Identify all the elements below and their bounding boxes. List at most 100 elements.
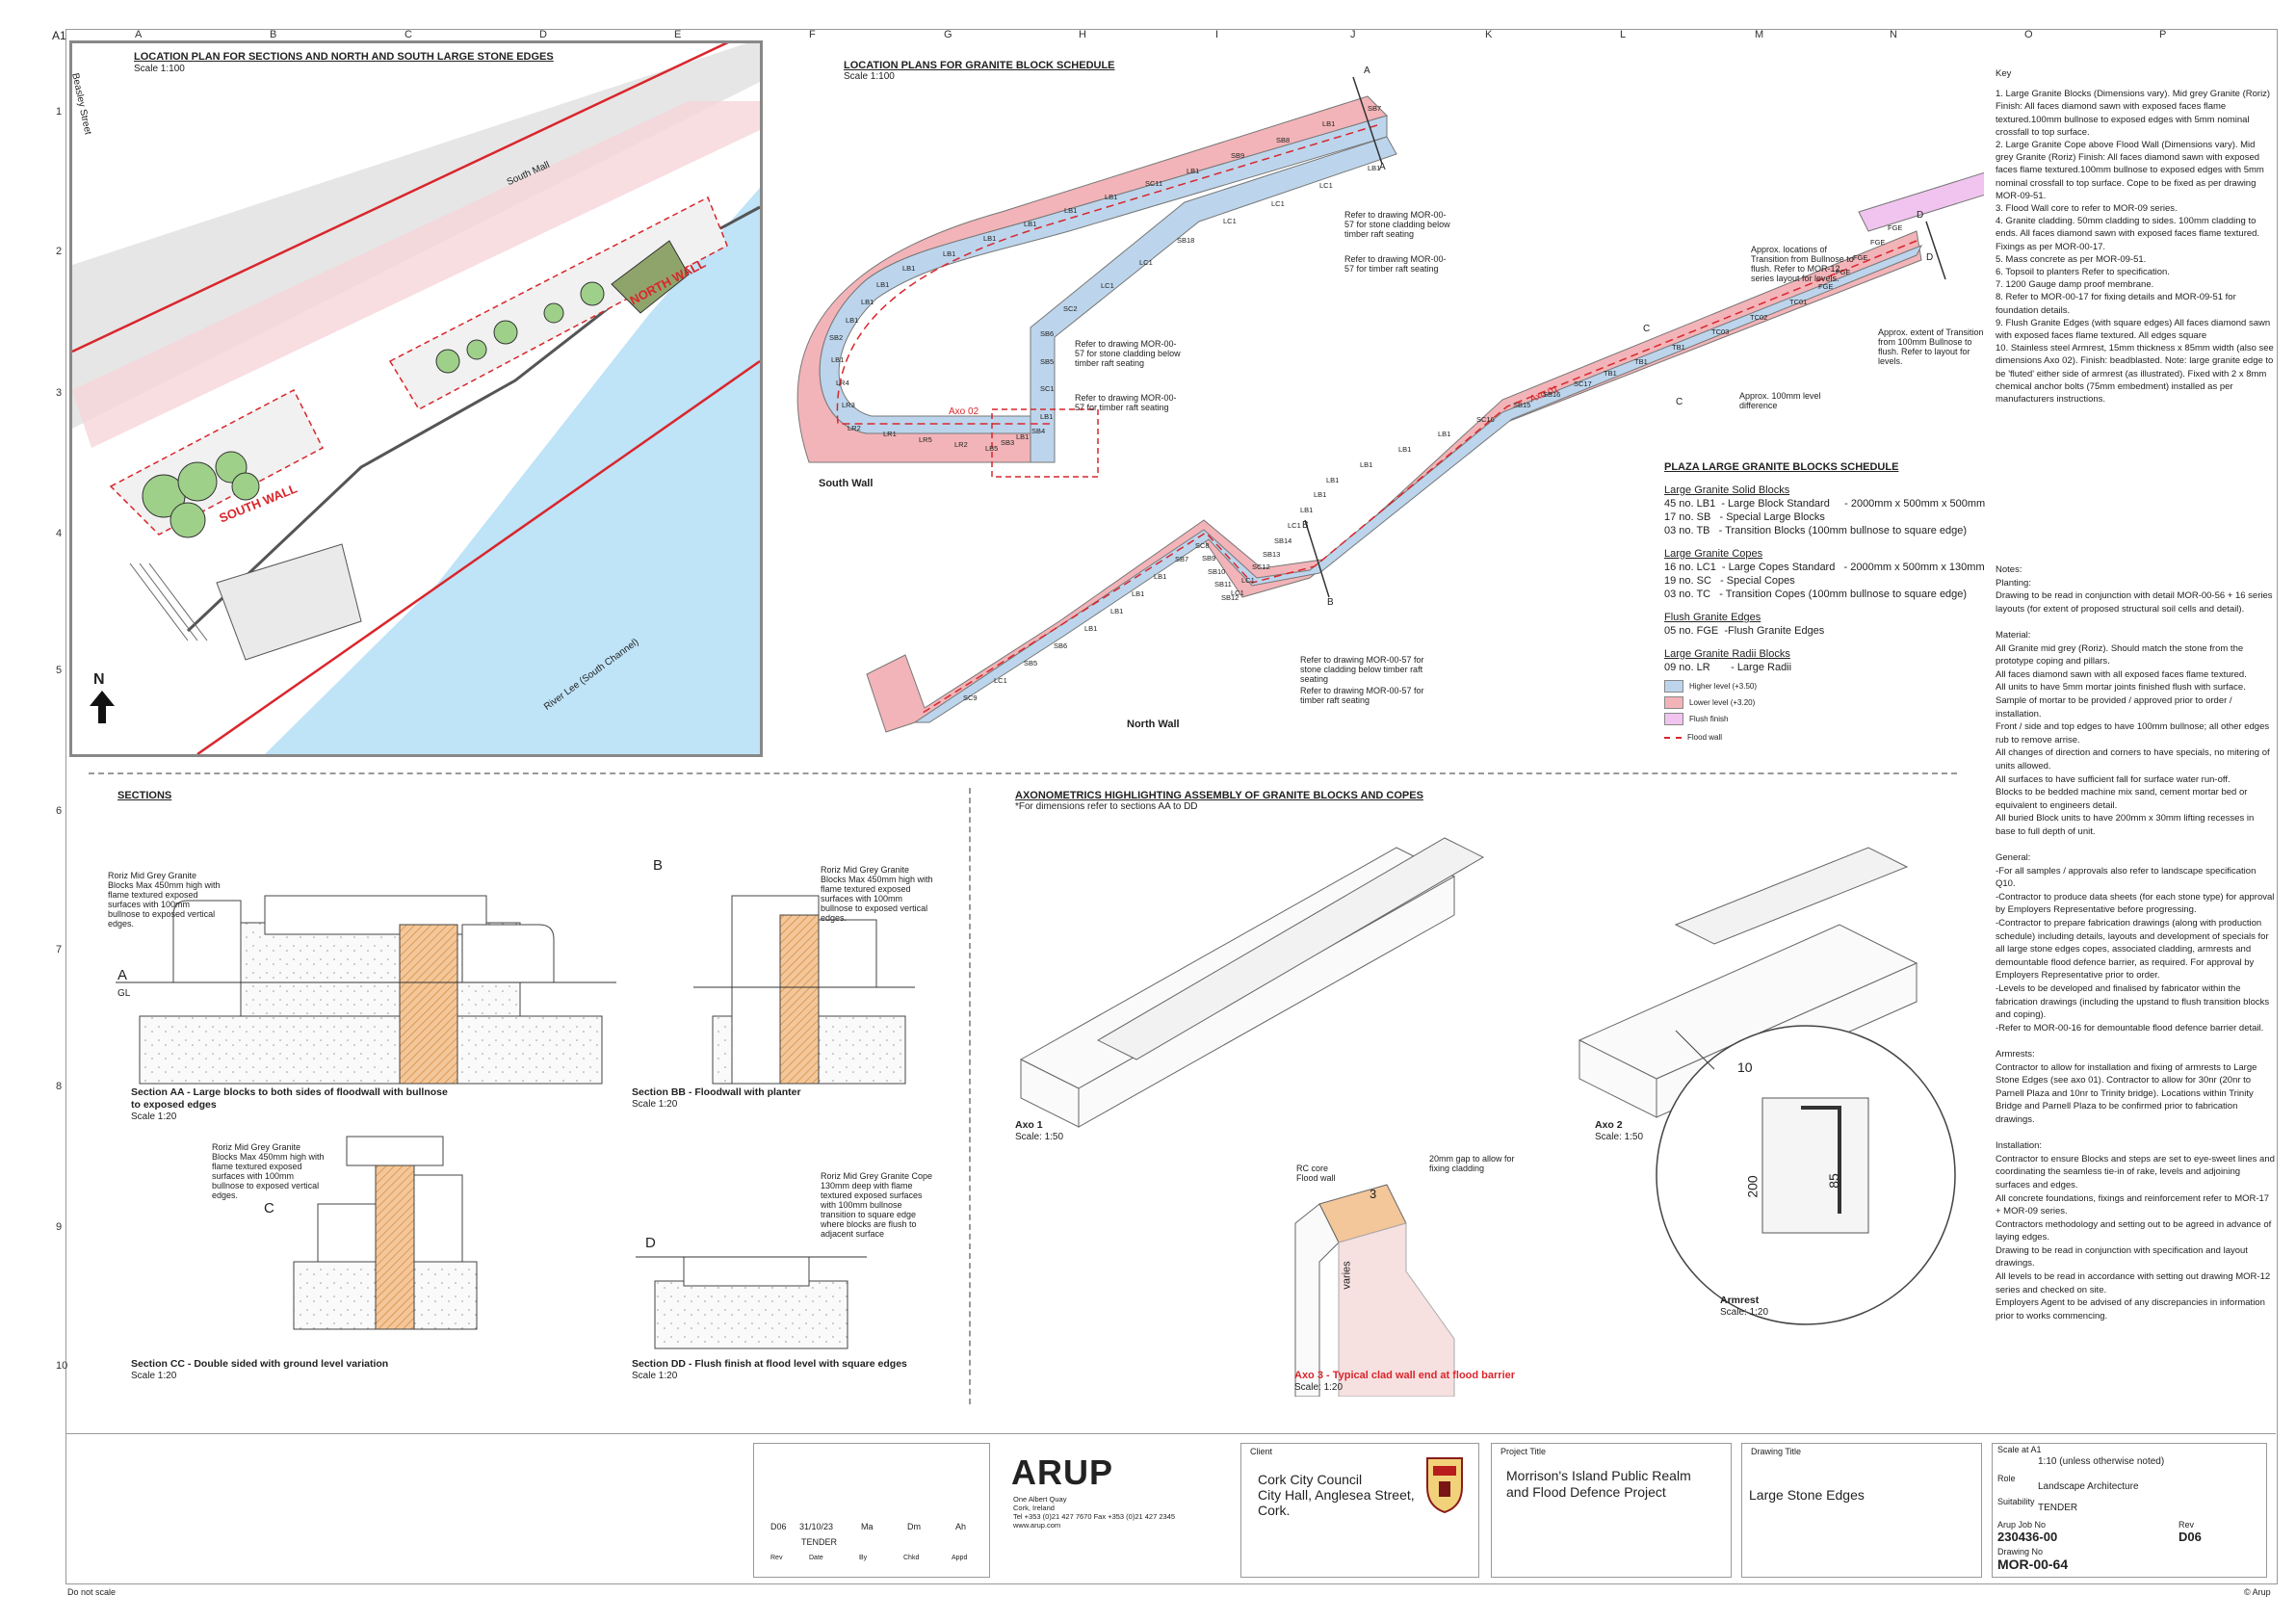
grid-col-k: K bbox=[1485, 29, 1493, 40]
north-block-label: SB11 bbox=[1214, 580, 1232, 589]
axo3-gap-note: 20mm gap to allow for fixing cladding bbox=[1429, 1154, 1515, 1173]
grid-row-10: 10 bbox=[56, 1360, 68, 1372]
south-block-label: LR5 bbox=[919, 435, 932, 444]
steps-lines bbox=[129, 562, 208, 641]
arup-address-4: www.arup.com bbox=[1013, 1521, 1061, 1530]
arup-logo: ARUP bbox=[1011, 1452, 1114, 1492]
sections-title: SECTIONS bbox=[117, 790, 172, 801]
key-item: 10. Stainless steel Armrest, 15mm thickn… bbox=[1996, 343, 2274, 406]
key-item: 3. Flood Wall core to refer to MOR-09 se… bbox=[1996, 203, 2178, 215]
north-block-label: SC16 bbox=[1476, 415, 1495, 424]
client-box bbox=[1240, 1443, 1479, 1578]
north-block-label: SC8 bbox=[1195, 541, 1210, 550]
section-line-cc bbox=[1925, 221, 1946, 280]
north-block-label: LB1 bbox=[1154, 572, 1167, 581]
south-block-label: LB1 bbox=[846, 316, 859, 325]
job-no: 230436-00 bbox=[1997, 1530, 2058, 1544]
section-cc-scale: Scale 1:20 bbox=[131, 1371, 177, 1381]
note-raft-3: Refer to drawing MOR-00-57 for stone cla… bbox=[1075, 339, 1181, 368]
grid-row-8: 8 bbox=[56, 1081, 63, 1092]
granite-plan-drawing bbox=[796, 76, 1984, 733]
project-line-2: and Flood Defence Project bbox=[1506, 1484, 1666, 1500]
north-block-label: SB14 bbox=[1274, 536, 1292, 545]
section-dd-drawing bbox=[636, 1256, 867, 1349]
key-item: 8. Refer to MOR-00-17 for fixing details… bbox=[1996, 292, 2236, 316]
north-block-label: SB6 bbox=[1054, 641, 1068, 650]
south-block-label: SB4 bbox=[1031, 427, 1046, 435]
section-cc-title: Section CC - Double sided with ground le… bbox=[131, 1358, 389, 1370]
notes-panel: Notes:Planting:Drawing to be read in con… bbox=[1996, 563, 2275, 1322]
grid-row-6: 6 bbox=[56, 805, 63, 817]
note-raft-5: Refer to drawing MOR-00-57 for stone cla… bbox=[1300, 655, 1424, 684]
axo3-flood-wall: Flood wall bbox=[1296, 1173, 1336, 1183]
north-arrow-icon bbox=[90, 691, 115, 723]
note-line: -Contractor to produce data sheets (for … bbox=[1996, 891, 2275, 916]
armrest-title: Armrest bbox=[1720, 1295, 1760, 1306]
legend-flush: Flush finish bbox=[1664, 713, 1985, 726]
north-block-label: TB1 bbox=[1604, 369, 1617, 378]
schedule-row: 05 no. FGE -Flush Granite Edges bbox=[1664, 625, 1825, 637]
armrest-scale: Scale: 1:20 bbox=[1720, 1307, 1769, 1318]
section-dd-note: Roriz Mid Grey Granite Cope 130mm deep w… bbox=[821, 1171, 933, 1239]
rev-header-rev: Rev bbox=[770, 1555, 783, 1561]
axo3-title: Axo 3 - Typical clad wall end at flood b… bbox=[1294, 1370, 1516, 1381]
north-arrow-label: N bbox=[93, 671, 105, 688]
north-block-label: SC9 bbox=[963, 693, 978, 702]
north-block-label: SB7 bbox=[1175, 555, 1189, 563]
axo02-box bbox=[991, 408, 1099, 478]
south-block-label: LB1 bbox=[1064, 206, 1078, 215]
rev-appd: Ah bbox=[955, 1522, 967, 1531]
legend-flush-text: Flush finish bbox=[1689, 715, 1729, 723]
schedule-row: 45 no. LB1 - Large Block Standard - 2000… bbox=[1664, 498, 1986, 510]
north-block-label: FGE bbox=[1836, 268, 1851, 276]
key-item: 6. Topsoil to planters Refer to specific… bbox=[1996, 267, 2170, 278]
schedule-row: 16 no. LC1 - Large Copes Standard - 2000… bbox=[1664, 562, 1985, 573]
note-line: Contractors methodology and setting out … bbox=[1996, 1218, 2272, 1243]
south-block-label: LC1 bbox=[1223, 217, 1237, 225]
horizontal-divider bbox=[89, 772, 1957, 774]
note-line: All surfaces to have sufficient fall for… bbox=[1996, 773, 2231, 785]
grid-row-1: 1 bbox=[56, 106, 63, 118]
schedule-row: 03 no. TC - Transition Copes (100mm bull… bbox=[1664, 589, 1968, 600]
section-mark-a2: A bbox=[1379, 162, 1386, 172]
key-title: Key bbox=[1996, 68, 2012, 79]
schedule-group-head: Large Granite Radii Blocks bbox=[1664, 648, 1790, 660]
section-line-bb bbox=[1304, 519, 1330, 598]
note-line: Employers Agent to be advised of any dis… bbox=[1996, 1297, 2265, 1321]
north-block-label: LB1 bbox=[1132, 589, 1145, 598]
armrest-label-10: 10 bbox=[1737, 1060, 1753, 1075]
note-raft-4: Refer to drawing MOR-00-57 for timber ra… bbox=[1075, 393, 1177, 412]
rev-by: Ma bbox=[861, 1522, 874, 1531]
grid-row-7: 7 bbox=[56, 944, 63, 955]
kiosk-roof bbox=[611, 240, 690, 314]
arup-address-2: Cork, Ireland bbox=[1013, 1504, 1055, 1512]
north-block-label: FGE bbox=[1888, 223, 1903, 232]
note-line: Contractor to ensure Blocks and steps ar… bbox=[1996, 1153, 2275, 1190]
north-block-label: SB15 bbox=[1513, 401, 1531, 409]
south-block-label: LB1 bbox=[1016, 432, 1030, 441]
north-block-label: LB1 bbox=[1438, 430, 1451, 438]
section-mark-a1: A bbox=[1364, 65, 1370, 76]
drawing-title-box bbox=[1741, 1443, 1982, 1578]
section-bb-title: Section BB - Floodwall with planter bbox=[632, 1086, 801, 1098]
schedule-legend: Higher level (+3.50) Lower level (+3.20)… bbox=[1664, 680, 1985, 745]
note-line bbox=[1996, 1034, 2275, 1048]
sheet-size-label: A1 bbox=[52, 29, 66, 42]
schedule-row: 09 no. LR - Large Radii bbox=[1664, 662, 1792, 673]
schedule-row: 19 no. SC - Special Copes bbox=[1664, 575, 1795, 587]
south-block-label: LB1 bbox=[861, 298, 874, 306]
note-line: All changes of direction and corners to … bbox=[1996, 747, 2270, 772]
armrest-leader bbox=[1675, 1030, 1715, 1070]
north-block-label: TB1 bbox=[1672, 343, 1685, 352]
south-block-label: LR4 bbox=[836, 379, 849, 387]
rev-header-chkd: Chkd bbox=[903, 1555, 920, 1561]
suitability-label: Suitability bbox=[1997, 1497, 2035, 1506]
note-line: All Granite mid grey (Roriz). Should mat… bbox=[1996, 642, 2244, 667]
south-block-label: LB1 bbox=[1368, 164, 1381, 172]
section-bb-scale: Scale 1:20 bbox=[632, 1099, 678, 1110]
note-line: Armrests: bbox=[1996, 1048, 2035, 1060]
section-bb-drawing bbox=[693, 895, 915, 1085]
rev-code: D06 bbox=[770, 1522, 787, 1531]
red-boundary-top bbox=[72, 43, 729, 353]
schedule-row: 03 no. TB - Transition Blocks (100mm bul… bbox=[1664, 525, 1968, 536]
